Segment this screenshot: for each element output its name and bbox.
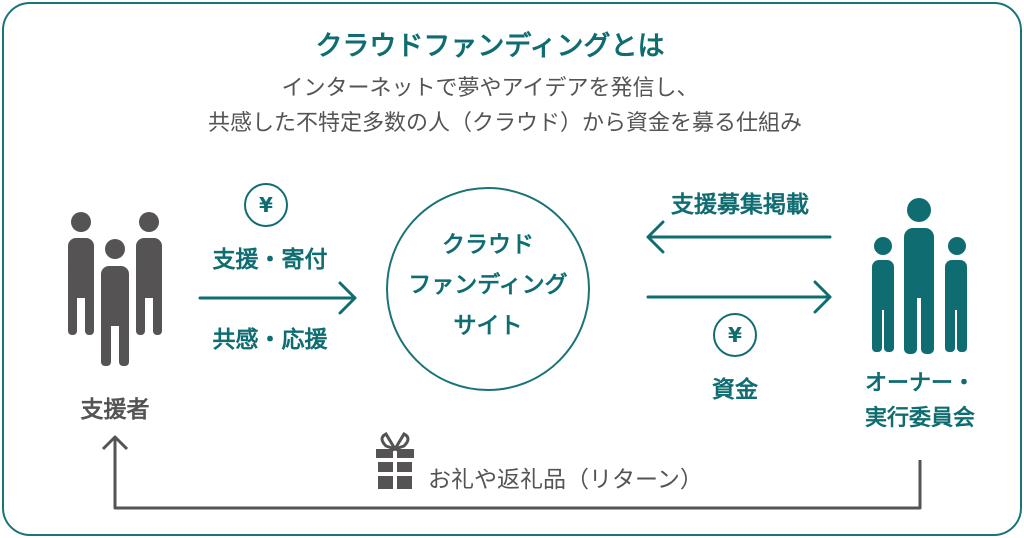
yen-icon-left: ¥ [259, 193, 273, 217]
site-circle [386, 187, 590, 391]
owner-label-line-2: 実行委員会 [864, 406, 975, 431]
supporters-label: 支援者 [80, 397, 150, 423]
return-arrow [101, 435, 922, 510]
funds-label: 資金 [712, 377, 758, 403]
posting-arrow [646, 220, 832, 254]
support-donation-label: 支援・寄付 [212, 247, 328, 273]
owner-label-line-1: オーナー・ [864, 371, 975, 396]
site-line-1: クラウド [442, 232, 534, 258]
posting-label: 支援募集掲載 [671, 192, 809, 218]
yen-icon-right: ¥ [728, 323, 742, 347]
owner-people-icon [872, 198, 967, 354]
funds-arrow [646, 280, 832, 314]
page-title: クラウドファンディングとは [315, 31, 665, 62]
supporters-people-icon [68, 212, 162, 366]
support-arrow [198, 281, 357, 315]
site-line-2: ファンディング [408, 272, 568, 298]
subtitle-line-1: インターネットで夢やアイデアを発信し、 [281, 76, 699, 101]
yen-circle-right [713, 313, 757, 357]
gift-icon [376, 432, 414, 489]
yen-circle-left [244, 183, 288, 227]
site-line-3: サイト [453, 313, 523, 339]
return-label: お礼や返礼品（リターン） [428, 467, 703, 493]
empathy-label: 共感・応援 [212, 327, 328, 353]
subtitle-line-2: 共感した不特定多数の人（クラウド）から資金を募る仕組み [207, 111, 802, 136]
